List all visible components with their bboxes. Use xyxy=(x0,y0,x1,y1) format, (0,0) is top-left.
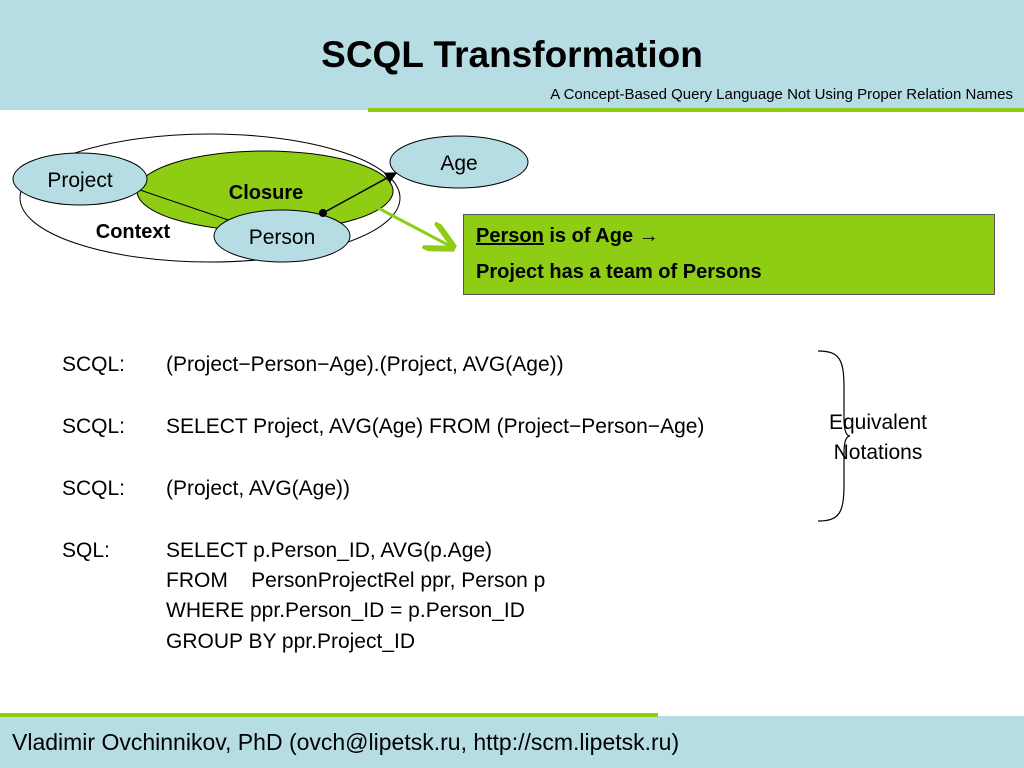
code-line: (Project, AVG(Age)) xyxy=(166,477,350,500)
footer-author: Vladimir Ovchinnikov, PhD (ovch@lipetsk.… xyxy=(12,729,680,755)
code-line: SELECT Project, AVG(Age) FROM (Project−P… xyxy=(166,415,705,438)
note-line-2: Project has a team of Persons xyxy=(476,261,762,283)
person-connector-dot xyxy=(319,209,327,217)
footer-divider xyxy=(0,713,658,717)
code-line: SELECT p.Person_ID, AVG(p.Age) xyxy=(166,539,493,562)
footer-band xyxy=(0,716,1024,768)
equivalent-notations-label: Equivalent Notations xyxy=(812,408,944,468)
code-line: GROUP BY ppr.Project_ID xyxy=(166,630,415,653)
code-label: SCQL: xyxy=(62,477,126,500)
code-label: SQL: xyxy=(62,539,110,562)
person-age-arrow xyxy=(322,172,398,214)
age-node xyxy=(389,135,529,189)
project-person-link xyxy=(139,189,241,225)
slide-subtitle: A Concept-Based Query Language Not Using… xyxy=(550,86,1013,103)
context-label: Context xyxy=(96,221,171,243)
slide-title: SCQL Transformation xyxy=(321,34,703,75)
person-node xyxy=(213,209,351,263)
closure-label: Closure xyxy=(229,182,303,204)
equivalent-line-2: Notations xyxy=(833,441,923,464)
right-brace xyxy=(817,350,851,522)
project-label: Project xyxy=(47,169,113,192)
project-node xyxy=(12,152,148,206)
note-line-1-rest: is of Age → xyxy=(543,225,659,247)
concept-diagram: Project Person Age Closure Context xyxy=(12,133,529,263)
age-label: Age xyxy=(440,152,477,175)
code-line: FROM PersonProjectRel ppr, Person p xyxy=(166,569,546,592)
code-label: SCQL: xyxy=(62,415,126,438)
note-person-word: Person xyxy=(476,225,544,247)
closure-to-note-arrow xyxy=(377,206,450,246)
header-divider xyxy=(368,108,1024,112)
code-label: SCQL: xyxy=(62,353,126,376)
code-line: WHERE ppr.Person_ID = p.Person_ID xyxy=(166,599,525,622)
note-box: Person is of Age → Project has a team of… xyxy=(463,214,995,295)
code-line: (Project−Person−Age).(Project, AVG(Age)) xyxy=(166,353,564,376)
person-label: Person xyxy=(249,226,316,249)
note-line-1: Person is of Age → xyxy=(476,225,659,248)
equivalent-line-1: Equivalent xyxy=(828,411,928,434)
header-band xyxy=(0,0,1024,110)
